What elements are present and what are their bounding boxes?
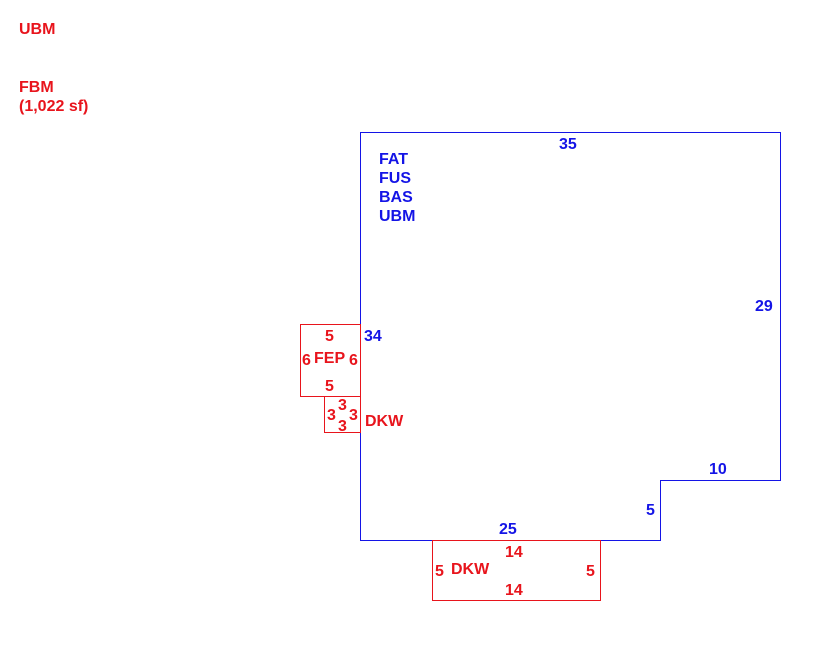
dim-right: 29	[755, 298, 773, 315]
dkw-small-label: DKW	[365, 413, 404, 430]
dim-step-side: 5	[646, 502, 655, 519]
dkw-bottom-dim-left: 5	[435, 563, 444, 580]
fep-dim-top: 5	[325, 328, 334, 345]
fep-dim-right: 6	[349, 352, 358, 369]
fep-dim-left: 6	[302, 352, 311, 369]
main-label-ubm: UBM	[379, 208, 415, 225]
dim-left: 34	[364, 328, 382, 345]
main-label-bas: BAS	[379, 189, 413, 206]
dkw-small-dim-right: 3	[349, 407, 358, 424]
dim-step-top: 10	[709, 461, 727, 478]
main-label-fat: FAT	[379, 151, 408, 168]
legend-area: (1,022 sf)	[19, 98, 88, 115]
dkw-bottom-outline	[432, 540, 601, 601]
dim-top: 35	[559, 136, 577, 153]
dkw-small-dim-bottom: 3	[338, 418, 347, 435]
legend-ubm: UBM	[19, 21, 55, 38]
fep-label: FEP	[314, 350, 345, 367]
dkw-small-outline	[324, 396, 361, 433]
fep-dim-bottom: 5	[325, 378, 334, 395]
dkw-small-dim-top: 3	[338, 397, 347, 414]
dkw-bottom-dim-right: 5	[586, 563, 595, 580]
legend-fbm: FBM	[19, 79, 54, 96]
dkw-bottom-dim-top: 14	[505, 544, 523, 561]
main-label-fus: FUS	[379, 170, 411, 187]
dkw-bottom-dim-bottom: 14	[505, 582, 523, 599]
dkw-small-dim-left: 3	[327, 407, 336, 424]
dim-bottom: 25	[499, 521, 517, 538]
main-area-outline	[360, 132, 781, 541]
dkw-bottom-label: DKW	[451, 561, 490, 578]
